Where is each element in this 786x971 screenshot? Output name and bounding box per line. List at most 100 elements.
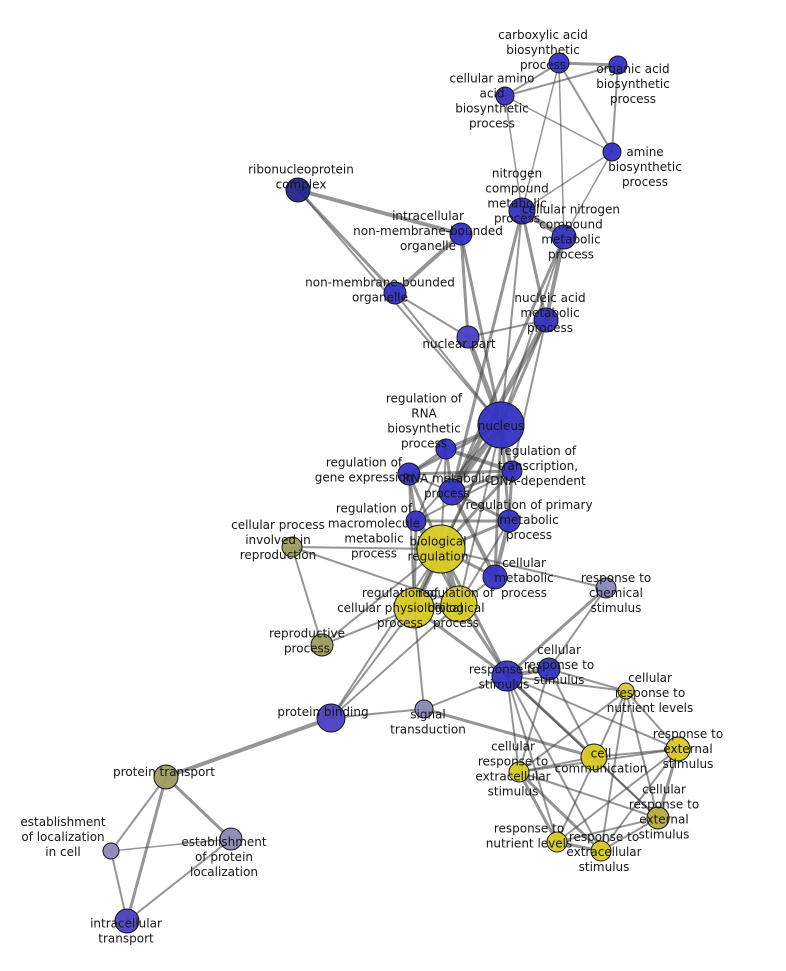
node-cell-communication[interactable] [580,743,608,771]
edge-protein-transport--intracellular-transport [125,775,168,923]
edge-response-to-chemical-stimulus--response-to-stimulus [505,586,608,678]
node-cellular-process-involved-in-reproduction[interactable] [281,536,303,558]
edge-cellular-response-to-nutrient-levels--response-to-external-stimulus [625,690,679,750]
node-response-to-stimulus[interactable] [491,660,523,692]
label-nucleus: nucleus [478,419,524,433]
edge-biological-regulation--response-to-chemical-stimulus [440,548,607,589]
edge-cellular-response-to-stimulus--cellular-response-to-nutrient-levels [548,668,627,692]
label-nuclear-part: nuclear part [422,337,496,351]
node-establishment-of-protein-localization[interactable] [219,827,243,851]
edge-protein-binding--protein-transport [164,716,333,779]
nodes-layer [102,52,691,934]
node-response-to-chemical-stimulus[interactable] [595,577,617,599]
edge-response-to-stimulus--response-to-nutrient-levels [506,675,558,843]
node-establishment-of-localization-in-cell[interactable] [102,842,120,860]
edge-protein-binding--signal-transduction [330,708,425,719]
node-ribonucleoprotein-complex[interactable] [285,177,311,203]
node-nuclear-part[interactable] [456,325,480,349]
node-response-to-nutrient-levels[interactable] [546,831,568,853]
node-cellular-metabolic-process[interactable] [482,564,508,590]
node-signal-transduction[interactable] [414,699,434,719]
node-rna-metabolic-process[interactable] [438,478,466,506]
edge-nucleic-acid-metabolic-process--nuclear-part [467,319,547,338]
edge-protein-transport--establishment-of-protein-localization [164,775,233,841]
edge-cellular-process-involved-in-reproduction--reproductive-process [291,546,323,646]
edge-biological-regulation--reproductive-process [321,548,442,646]
node-organic-acid-biosynthetic-process[interactable] [608,55,628,75]
node-response-to-extracellular-stimulus[interactable] [590,840,612,862]
edge-ribonucleoprotein-complex--nucleus [297,189,502,426]
edge-carboxylic-acid-biosynthetic-process--cellular-amino-acid-biosynthetic-process [504,62,560,97]
edge-intracellular-non-membrane-bounded-organelle--non-membrane-bounded-organelle [393,232,463,295]
node-nucleic-acid-metabolic-process[interactable] [533,307,559,333]
node-cellular-response-to-extracellular-stimulus[interactable] [508,761,530,783]
node-non-membrane-bounded-organelle[interactable] [383,281,407,305]
edge-biological-regulation--cellular-process-involved-in-reproduction [291,546,442,550]
node-cellular-response-to-external-stimulus[interactable] [646,806,670,830]
edge-nucleic-acid-metabolic-process--regulation-of-transcription-dna-dependent [511,319,547,472]
node-regulation-of-rna-biosynthetic-process[interactable] [435,438,457,460]
node-regulation-of-macromolecule-metabolic-process[interactable] [405,510,427,532]
node-nucleus[interactable] [477,401,525,449]
node-cellular-response-to-nutrient-levels[interactable] [617,682,635,700]
edge-regulation-of-transcription-dna-dependent--regulation-of-gene-expression [407,469,514,476]
node-protein-binding[interactable] [316,703,346,733]
edge-organic-acid-biosynthetic-process--cellular-amino-acid-biosynthetic-process [504,64,619,97]
node-cellular-amino-acid-biosynthetic-process[interactable] [495,86,515,106]
node-carboxylic-acid-biosynthetic-process[interactable] [548,52,570,74]
edge-protein-transport--establishment-of-localization-in-cell [110,776,167,852]
node-cellular-nitrogen-compound-metabolic-process[interactable] [551,224,577,250]
edge-intracellular-non-membrane-bounded-organelle--nuclear-part [459,232,470,339]
node-response-to-external-stimulus[interactable] [665,736,691,762]
edges-layer [110,61,680,923]
node-amine-biosynthetic-process[interactable] [602,142,622,162]
edge-biological-regulation--protein-binding [330,548,442,719]
node-regulation-of-cellular-physiological-process[interactable] [393,587,435,629]
node-intracellular-transport[interactable] [114,908,140,934]
node-reproductive-process[interactable] [310,633,334,657]
node-intracellular-non-membrane-bounded-organelle[interactable] [449,222,473,246]
node-regulation-of-biological-process[interactable] [440,585,478,623]
edge-ribonucleoprotein-complex--intracellular-non-membrane-bounded-organelle [296,188,463,236]
edge-carboxylic-acid-biosynthetic-process--cellular-nitrogen-compound-metabolic-process [558,62,565,238]
node-nitrogen-compound-metabolic-process[interactable] [508,197,536,225]
node-cellular-response-to-stimulus[interactable] [537,657,561,681]
node-regulation-of-transcription-dna-dependent[interactable] [501,460,523,482]
edge-nitrogen-compound-metabolic-process--nucleus [500,210,523,426]
edge-cellular-nitrogen-compound-metabolic-process--nucleus [500,236,565,426]
edge-cellular-response-to-stimulus--cell-communication [548,668,595,758]
edge-nucleus--regulation-of-biological-process [458,424,502,605]
node-regulation-of-gene-expression[interactable] [397,462,421,486]
edge-intracellular-non-membrane-bounded-organelle--nucleus [459,232,503,427]
edge-amine-biosynthetic-process--nitrogen-compound-metabolic-process [521,151,613,212]
node-protein-transport[interactable] [153,764,179,790]
node-regulation-of-primary-metabolic-process[interactable] [497,509,521,533]
node-biological-regulation[interactable] [416,524,466,574]
edge-carboxylic-acid-biosynthetic-process--nitrogen-compound-metabolic-process [521,62,560,212]
edge-response-to-stimulus--cellular-response-to-extracellular-stimulus [506,675,520,773]
edge-response-to-stimulus--response-to-extracellular-stimulus [506,675,602,852]
